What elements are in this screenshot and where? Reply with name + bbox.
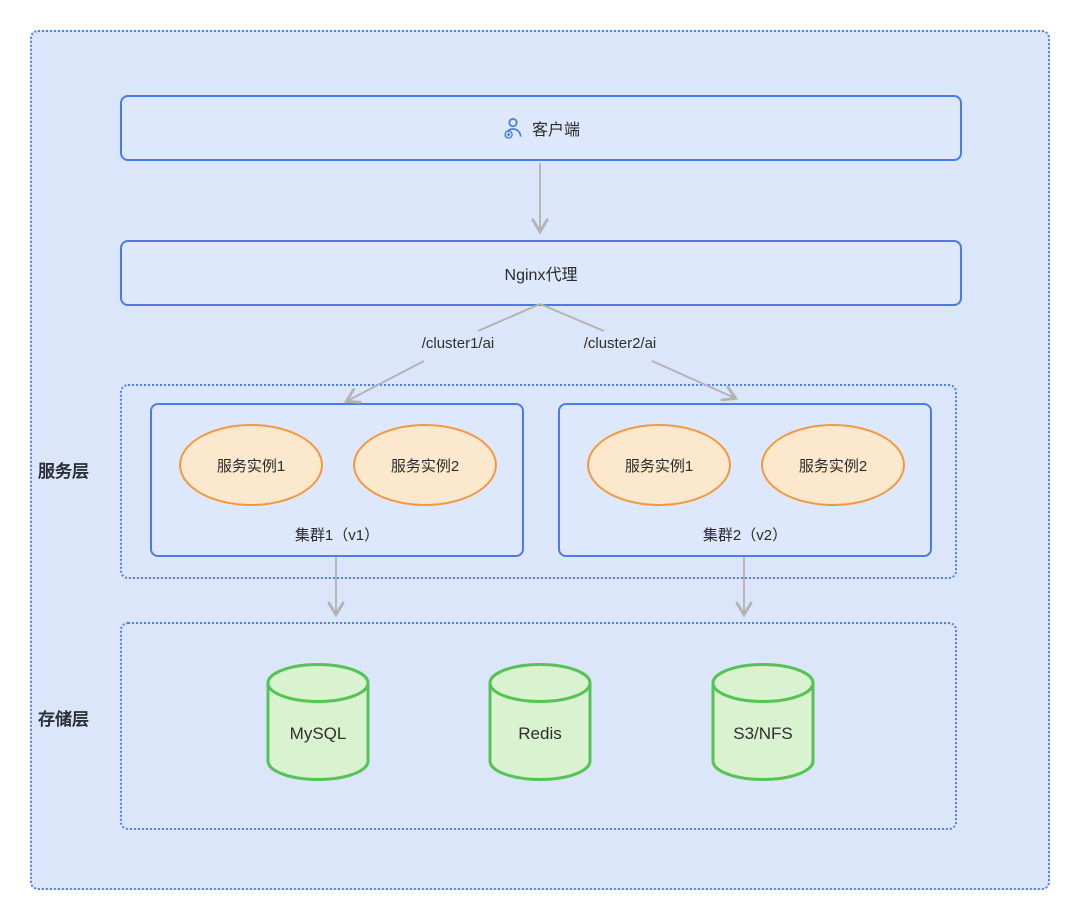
- database-cylinder-icon: [711, 663, 815, 781]
- service-layer-label: 服务层: [38, 462, 89, 481]
- cluster2-instance2: 服务实例2: [761, 424, 905, 506]
- mysql-label: MySQL: [289, 724, 347, 743]
- client-label: 客户端: [531, 122, 580, 139]
- mysql-store-node: MySQL: [266, 662, 370, 782]
- route-label-cluster2: /cluster2/ai: [583, 335, 657, 352]
- cluster1-instance2: 服务实例2: [353, 424, 497, 506]
- service-layer-band: [120, 384, 957, 579]
- nginx-node: Nginx代理: [120, 240, 962, 306]
- cluster1-label: 集群1（v1）: [294, 527, 380, 544]
- s3nfs-label: S3/NFS: [733, 724, 793, 743]
- redis-store-node: Redis: [488, 662, 592, 782]
- cluster2-instance1: 服务实例1: [587, 424, 731, 506]
- database-cylinder-icon: [488, 663, 592, 781]
- storage-layer-label: 存储层: [38, 710, 89, 729]
- redis-label: Redis: [518, 724, 562, 743]
- client-node: 客户端: [120, 95, 962, 161]
- storage-layer-band: [120, 622, 957, 830]
- s3nfs-store-node: S3/NFS: [711, 662, 815, 782]
- user-icon: [502, 117, 524, 139]
- database-cylinder-icon: [266, 663, 370, 781]
- cluster1-instance1: 服务实例1: [179, 424, 323, 506]
- nginx-label: Nginx代理: [504, 267, 578, 284]
- cluster1-node: 服务实例1 服务实例2 集群1（v1）: [150, 403, 524, 557]
- cluster2-label: 集群2（v2）: [702, 527, 788, 544]
- cluster2-node: 服务实例1 服务实例2 集群2（v2）: [558, 403, 932, 557]
- route-label-cluster1: /cluster1/ai: [421, 335, 495, 352]
